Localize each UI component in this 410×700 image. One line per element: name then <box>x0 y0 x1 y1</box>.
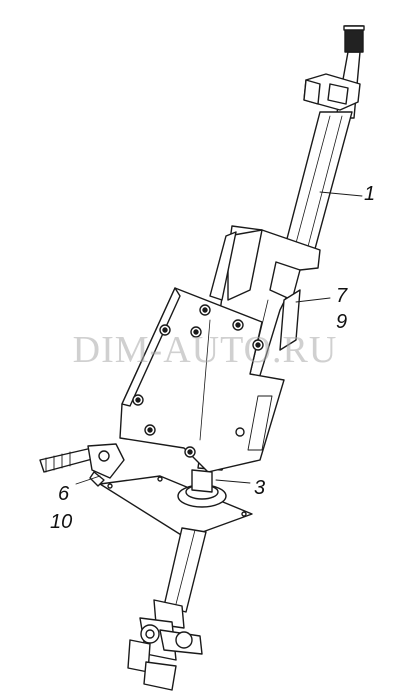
callout-9: 9 <box>336 311 348 333</box>
callout-6: 6 <box>58 483 70 505</box>
universal-joint <box>127 599 203 691</box>
leader-lines <box>75 191 363 485</box>
mounting-bracket <box>119 287 285 473</box>
floor-plate <box>99 469 253 539</box>
hose-fitting <box>39 443 125 487</box>
callout-7: 7 <box>336 285 348 307</box>
intermediate-shaft <box>163 527 207 613</box>
upper-clamp <box>303 73 361 111</box>
callout-3: 3 <box>254 477 266 499</box>
callout-1: 1 <box>364 183 376 205</box>
watermark: DIM-AUTO.RU <box>72 329 338 371</box>
callout-10: 10 <box>50 511 73 533</box>
upper-shaft <box>281 25 365 261</box>
